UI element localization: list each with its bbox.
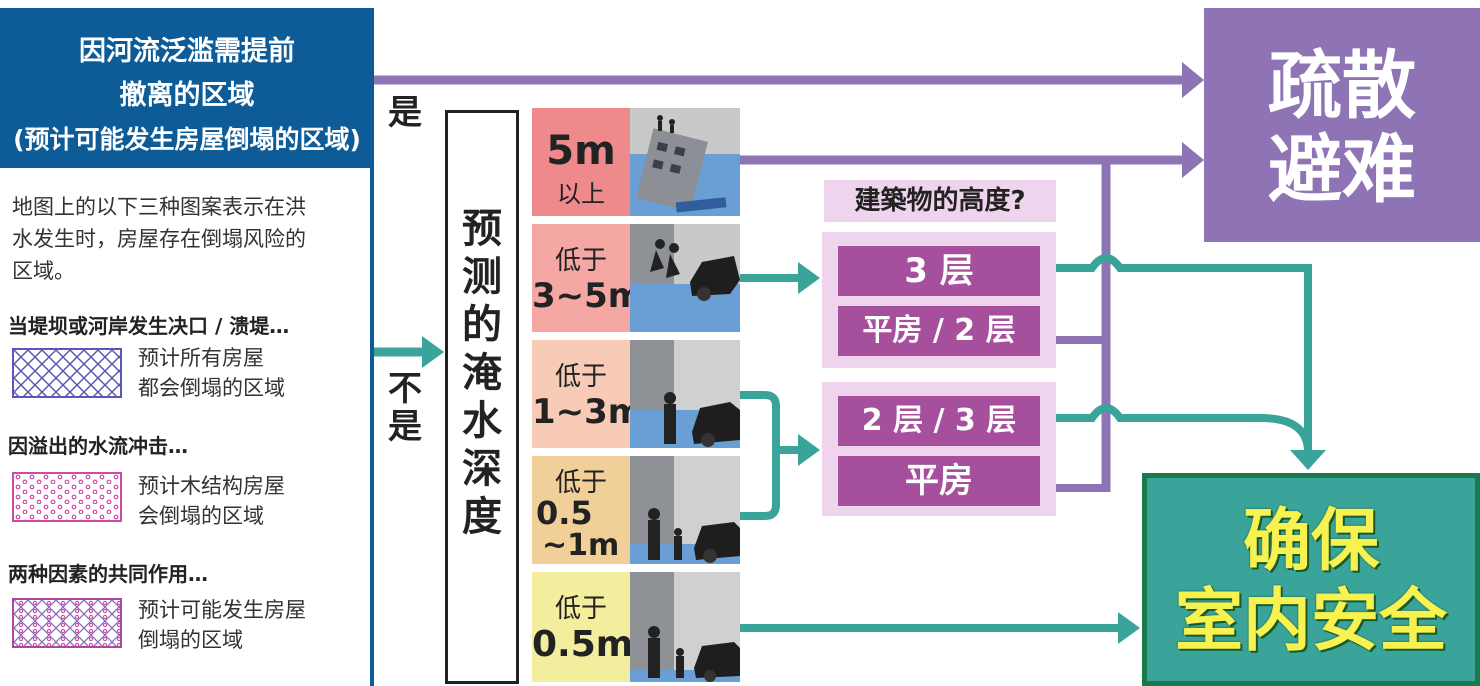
evacuation-area-header: 因河流泛滥需提前 撤离的区域 (预计可能发生房屋倒塌的区域) — [0, 8, 374, 168]
no-label-line1: 不 — [388, 369, 422, 409]
legend-swatch-dots — [12, 472, 122, 522]
header-line2: 撤离的区域 — [119, 80, 255, 111]
illustration-person-car-waist — [630, 340, 740, 448]
teal-0-5m-head — [1118, 612, 1140, 644]
legend-condition-breach: 当堤坝或河岸发生决口 / 溃堤… — [8, 314, 290, 338]
height-group-1: 3 层 平房 / 2 层 — [822, 232, 1056, 368]
shelter-line1: 确保 — [1242, 502, 1379, 581]
legend-panel: 地图上的以下三种图案表示在洪 水发生时，房屋存在倒塌风险的 区域。 当堤坝或河岸… — [0, 168, 374, 686]
header-line3: (预计可能发生房屋倒塌的区域) — [13, 125, 361, 154]
legend3-line1: 预计可能发生房屋 — [138, 598, 306, 622]
legend-condition-overflow: 因溢出的水流冲击… — [8, 434, 188, 458]
yes-label: 是 — [388, 93, 422, 133]
predicted-depth-box: 预 测 的 淹 水 深 度 — [445, 110, 519, 684]
depth-row-0-5m: 低于 0.5m — [532, 572, 634, 682]
teal-bracket — [740, 391, 780, 520]
shelter-line2: 室内安全 — [1174, 582, 1447, 661]
depth-char: 水 — [462, 398, 502, 444]
option-1-floor: 平房 — [838, 456, 1040, 506]
header-line1: 因河流泛滥需提前 — [79, 36, 295, 67]
building-height-question: 建築物的高度? — [824, 180, 1056, 222]
option-2-3-floors: 2 层 / 3 层 — [838, 396, 1040, 446]
depth-row-0-5-1m-prefix: 低于 — [554, 468, 607, 498]
depth-row-0-5m-value: 0.5m — [532, 624, 634, 665]
evacuate-line1: 疏散 — [1268, 43, 1416, 129]
description-line1: 地图上的以下三种图案表示在洪 — [12, 195, 306, 219]
teal-shelter-head — [1290, 450, 1326, 470]
illustration-adult-child-knee — [630, 456, 740, 564]
legend-swatch-crosshatch — [12, 348, 122, 398]
depth-row-3-5m-value: 3~5m — [532, 276, 644, 316]
teal-from-2f3f — [1056, 404, 1312, 453]
5m-arrowhead — [1182, 142, 1204, 178]
depth-row-1-3m: 低于 1~3m — [532, 340, 644, 448]
depth-char: 的 — [462, 302, 502, 348]
depth-char: 淹 — [462, 350, 502, 396]
depth-row-5m-suffix: 以上 — [557, 180, 605, 208]
no-arrowhead — [422, 336, 444, 368]
legend2-line1: 预计木结构房屋 — [138, 474, 285, 498]
legend2-line2: 会倒塌的区域 — [138, 504, 264, 528]
depth-char: 度 — [462, 494, 502, 540]
teal-from-3f — [1056, 254, 1312, 452]
no-label-line2: 是 — [388, 407, 422, 447]
description-line2: 水发生时，房屋存在倒塌风险的 — [12, 227, 306, 251]
depth-row-1-3m-prefix: 低于 — [554, 362, 607, 392]
description-line3: 区域。 — [12, 259, 75, 283]
evacuate-line2: 避难 — [1268, 127, 1416, 213]
illustration-building-submerged — [630, 108, 740, 216]
legend-swatch-combined — [12, 598, 122, 648]
illustration-people-car-floating — [630, 224, 740, 332]
depth-row-0-5-1m-value: 0.5 — [536, 494, 593, 532]
option-3-floors: 3 层 — [838, 246, 1040, 296]
depth-char: 深 — [462, 446, 502, 492]
teal-3-5m-head — [798, 262, 820, 294]
depth-title: 预 测 的 淹 水 深 度 — [448, 205, 516, 541]
depth-row-1-3m-value: 1~3m — [532, 392, 644, 432]
legend-condition-combined: 两种因素的共同作用… — [8, 562, 208, 586]
option-1-2-floors: 平房 / 2 层 — [838, 306, 1040, 356]
depth-row-0-5-1m: 低于 0.5 ~1m — [532, 456, 630, 564]
illustration-adult-child-ankle — [630, 572, 740, 682]
depth-row-0-5-1m-value2: ~1m — [542, 528, 620, 563]
shelter-in-place-box: 确保 室内安全 — [1142, 473, 1480, 686]
yes-arrowhead — [1182, 62, 1204, 98]
depth-char: 测 — [462, 254, 502, 300]
legend3-line2: 倒塌的区域 — [138, 628, 243, 652]
depth-row-5m: 5m 以上 — [532, 108, 630, 216]
depth-char: 预 — [462, 206, 502, 252]
legend1-line2: 都会倒塌的区域 — [138, 376, 285, 400]
legend1-line1: 预计所有房屋 — [138, 346, 264, 370]
depth-row-3-5m-prefix: 低于 — [554, 246, 607, 276]
height-group-2: 2 层 / 3 层 平房 — [822, 382, 1056, 516]
depth-row-0-5m-prefix: 低于 — [554, 594, 607, 624]
evacuate-box: 疏散 避难 — [1204, 8, 1480, 242]
depth-row-5m-value: 5m — [546, 128, 616, 174]
teal-bracket-head — [798, 434, 820, 466]
depth-row-3-5m: 低于 3~5m — [532, 224, 644, 332]
